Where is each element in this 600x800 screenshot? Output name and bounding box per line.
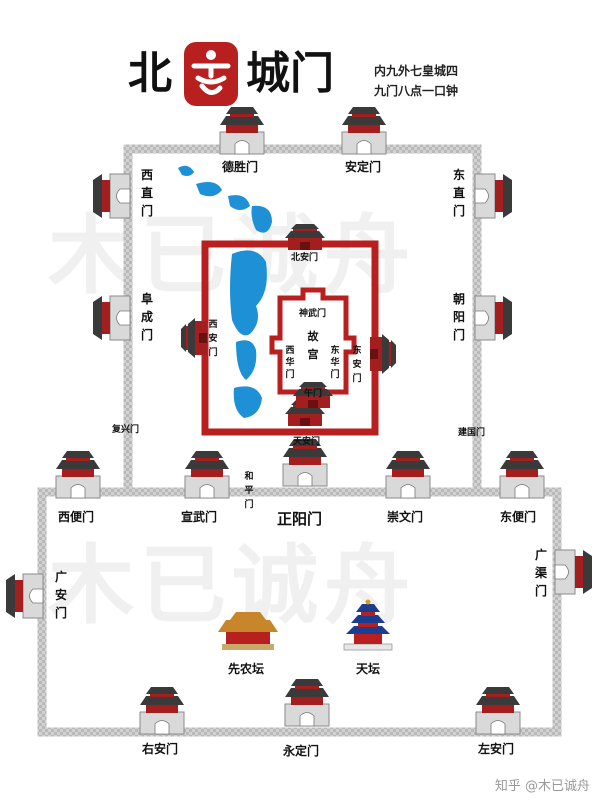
youanmen-gate-icon [139, 686, 185, 735]
donganmen-gate-icon [370, 334, 396, 374]
label-xibianmen: 西便门 [58, 510, 95, 524]
label-xizhimen: 西直门 [140, 168, 153, 218]
label-deshengmen: 德胜门 [222, 160, 259, 174]
title-block: 北 城门 内九外七皇城四 九门八点一口钟 [128, 40, 508, 110]
label-changxingmen: 复兴门 [112, 425, 140, 435]
lakes [178, 165, 272, 418]
beianmen-gate-icon [285, 224, 325, 250]
label-zuoanmen: 左安门 [478, 742, 515, 756]
label-tiantan: 天坛 [356, 662, 381, 676]
dongbianmen-gate-icon [499, 450, 545, 499]
chongwenmen-gate-icon [385, 450, 431, 499]
subtitle-line2: 九门八点一口钟 [374, 84, 459, 98]
andingmen-gate-icon [341, 106, 387, 155]
label-youanmen: 右安门 [142, 742, 179, 756]
label-andingmen: 安定门 [345, 160, 382, 174]
label-xuanwumen: 宣武门 [181, 510, 218, 524]
label-wumen: 午门 [304, 389, 323, 399]
label-hepingmen: 和平门 [244, 472, 254, 510]
label-beianmen: 北安门 [291, 253, 319, 263]
xuanwumen-gate-icon [184, 450, 230, 499]
label-donganmen: 东安门 [352, 346, 362, 384]
xibianmen-gate-icon [55, 450, 101, 499]
zuoanmen-gate-icon [475, 686, 521, 735]
author-credit: 知乎 @木已诚舟 [494, 779, 590, 794]
yongdingmen-gate-icon [284, 678, 330, 727]
label-xiannongtan: 先农坛 [228, 662, 265, 676]
label-tiananmen: 天安门 [293, 437, 321, 447]
label-yongdingmen: 永定门 [283, 744, 320, 758]
label-fuchengmen: 阜成门 [140, 292, 153, 342]
label-xianmen: 西安门 [208, 320, 218, 358]
watermark-top: 木已诚舟 [48, 185, 416, 310]
label-dongbianmen: 东便门 [500, 510, 537, 524]
label-dongzhimen: 东直门 [452, 168, 465, 218]
xianmen-gate-icon [181, 318, 207, 358]
label-chaoyangmen: 朝阳门 [452, 292, 465, 342]
deshengmen-gate-icon [219, 106, 265, 155]
xiannongtan-icon [218, 612, 278, 650]
subtitle-line1: 内九外七皇城四 [374, 64, 459, 78]
label-chongwenmen: 崇文门 [387, 510, 424, 524]
label-gugong: 故宫 [307, 330, 319, 361]
watermark-bottom: 木已诚舟 [48, 536, 416, 636]
label-zhengyangmen: 正阳门 [277, 510, 323, 528]
label-xihuamen: 西华门 [285, 346, 295, 380]
beijing-logo-icon [184, 42, 238, 106]
tiantan-icon [343, 599, 393, 651]
title-left: 北 [128, 48, 172, 99]
label-guanganmen: 广安门 [54, 570, 67, 620]
label-shenwumen: 神武门 [299, 309, 327, 319]
label-jianguomen: 建国门 [458, 428, 486, 438]
label-guangqumen: 广渠门 [534, 548, 547, 598]
title-right: 城门 [246, 48, 334, 99]
label-donghuamen: 东华门 [330, 346, 340, 380]
forbidden-city-wall [269, 287, 357, 403]
